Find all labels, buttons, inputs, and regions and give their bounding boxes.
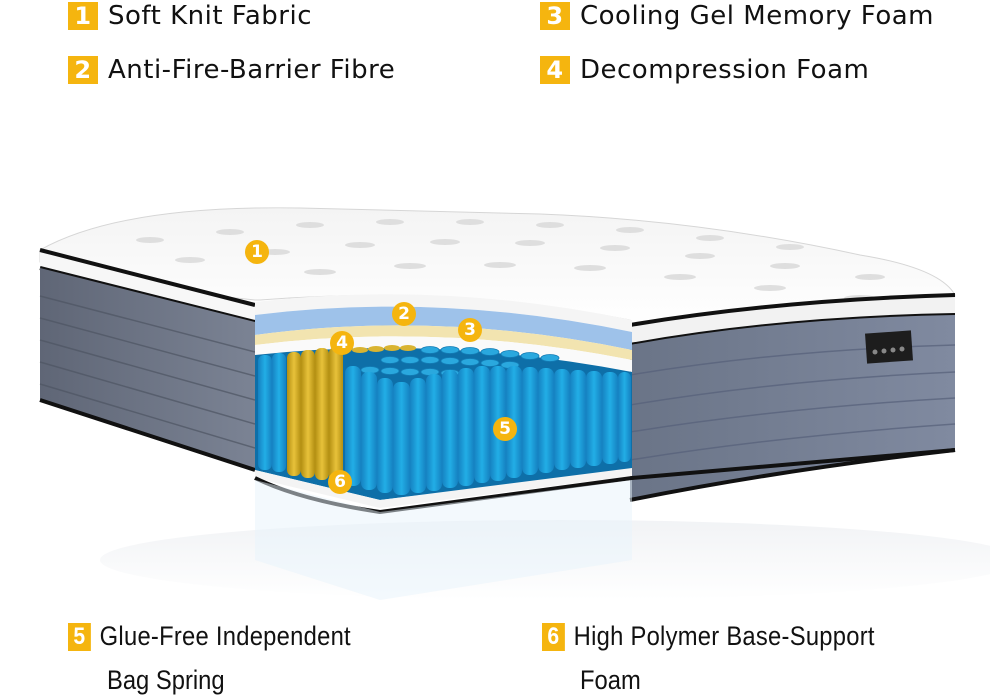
- marker-2: 2: [392, 302, 416, 326]
- marker-1: 1: [245, 240, 269, 264]
- marker-3: 3: [458, 318, 482, 342]
- number-badge: 2: [68, 56, 98, 84]
- number-badge: 5: [68, 622, 91, 651]
- marker-5: 5: [493, 417, 517, 441]
- legend-item-2: 2 Anti-Fire-Barrier Fibre: [68, 55, 395, 85]
- legend-label: High Polymer Base-Support: [573, 621, 875, 651]
- legend-label: Decompression Foam: [580, 55, 870, 85]
- legend-label: Soft Knit Fabric: [108, 1, 312, 31]
- legend-item-3: 3 Cooling Gel Memory Foam: [540, 1, 934, 31]
- number-badge: 4: [540, 56, 570, 84]
- legend-item-5-line2: Bag Spring: [107, 665, 225, 695]
- legend-item-5: 5 Glue-Free Independent: [68, 621, 351, 652]
- legend-label: Anti-Fire-Barrier Fibre: [108, 55, 396, 85]
- number-badge: 1: [68, 2, 98, 30]
- legend-item-4: 4 Decompression Foam: [540, 55, 869, 85]
- marker-4: 4: [330, 331, 354, 355]
- marker-6: 6: [328, 470, 352, 494]
- number-badge: 6: [542, 622, 565, 651]
- legend-item-6-line2: Foam: [580, 665, 641, 695]
- legend-label: Glue-Free Independent: [99, 621, 351, 651]
- legend-item-1: 1 Soft Knit Fabric: [68, 1, 312, 31]
- legend-item-6: 6 High Polymer Base-Support: [542, 621, 875, 652]
- number-badge: 3: [540, 2, 570, 30]
- legend-label: Cooling Gel Memory Foam: [580, 1, 934, 31]
